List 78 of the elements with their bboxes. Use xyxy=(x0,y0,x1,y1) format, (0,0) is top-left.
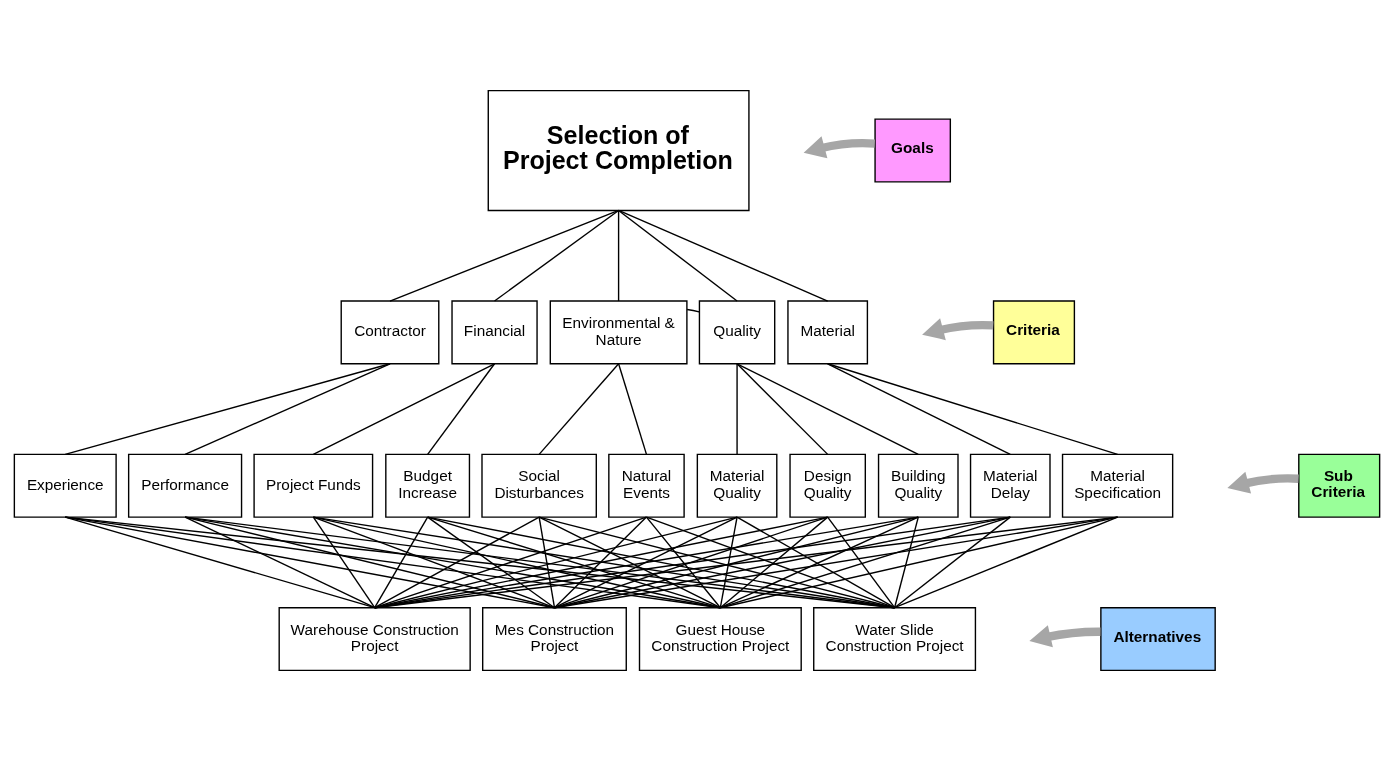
arrow xyxy=(922,317,994,340)
connector xyxy=(617,209,829,302)
connector xyxy=(538,515,556,608)
node-box: Sub Criteria xyxy=(1298,453,1381,518)
node-box: Material Quality xyxy=(696,453,778,518)
connector xyxy=(617,209,738,302)
connector xyxy=(426,515,556,608)
connector xyxy=(893,515,1011,608)
connector xyxy=(64,362,391,455)
node-box: Social Disturbances xyxy=(481,453,597,518)
connector xyxy=(617,209,620,302)
connector xyxy=(184,515,556,608)
connector xyxy=(493,209,620,302)
node-box: Project Funds xyxy=(253,453,374,518)
connector xyxy=(184,362,391,455)
connector xyxy=(373,515,829,608)
connector xyxy=(553,515,1011,608)
connector xyxy=(645,515,896,608)
connector xyxy=(553,515,829,608)
node-box: Contractor xyxy=(340,299,440,364)
connector xyxy=(312,515,376,608)
connector xyxy=(373,515,648,608)
node-box: Natural Events xyxy=(608,453,685,518)
connector xyxy=(719,515,919,608)
node-box: Water Slide Construction Project xyxy=(813,606,977,671)
connector xyxy=(373,515,429,608)
connector xyxy=(553,515,738,608)
node-box: Guest House Construction Project xyxy=(638,606,802,671)
node-box: Material Delay xyxy=(969,453,1051,518)
connector xyxy=(645,515,722,608)
node-box: Material xyxy=(787,299,869,364)
node-box: Financial xyxy=(451,299,538,364)
connector xyxy=(184,515,722,608)
node-box: Criteria xyxy=(992,299,1076,364)
connector xyxy=(538,362,620,455)
connector xyxy=(827,362,1119,455)
node-box: Material Specification xyxy=(1061,453,1174,518)
connector xyxy=(389,209,620,302)
connector xyxy=(719,515,1011,608)
connector xyxy=(426,515,722,608)
arrow xyxy=(803,135,875,158)
node-box: Goals xyxy=(874,117,952,183)
connector xyxy=(719,515,1119,608)
node-box: Environmental & Nature xyxy=(549,299,688,364)
connector xyxy=(373,515,738,608)
connector xyxy=(893,515,919,608)
connector xyxy=(553,515,648,608)
connector xyxy=(686,308,700,313)
node-box: Performance xyxy=(127,453,243,518)
connector xyxy=(827,362,1011,455)
node-box: Experience xyxy=(13,453,117,518)
connector xyxy=(736,362,919,455)
connector xyxy=(827,515,896,608)
connector xyxy=(184,515,376,608)
node-box: Building Quality xyxy=(877,453,959,518)
node-box: Mes Construction Project xyxy=(482,606,627,671)
connector xyxy=(893,515,1119,608)
connector xyxy=(312,362,496,455)
node-box: Alternatives xyxy=(1100,606,1216,671)
arrow xyxy=(1227,471,1299,493)
connector xyxy=(373,515,540,608)
connector xyxy=(312,515,556,608)
arrow xyxy=(1029,624,1101,647)
connector xyxy=(719,515,738,608)
node-box: Design Quality xyxy=(789,453,866,518)
connector xyxy=(553,515,1119,608)
node-box: Selection of Project Completion xyxy=(487,89,750,211)
connector xyxy=(719,515,829,608)
connector xyxy=(312,515,722,608)
node-box: Quality xyxy=(698,299,776,364)
connector xyxy=(736,362,738,455)
connector xyxy=(426,362,496,455)
node-box: Budget Increase xyxy=(385,453,471,518)
connector xyxy=(736,362,829,455)
connector xyxy=(538,515,722,608)
connector xyxy=(736,515,896,608)
connector xyxy=(617,362,648,455)
node-box: Warehouse Construction Project xyxy=(278,606,471,671)
